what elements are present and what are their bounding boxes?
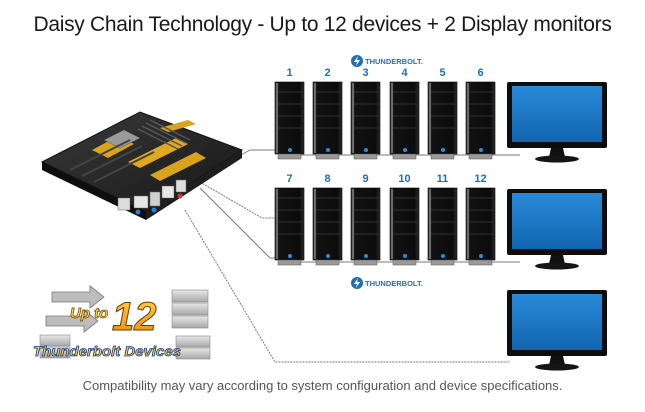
monitor-screen [512, 294, 602, 350]
badge-up-to-text: Up to [70, 305, 108, 322]
device-led [288, 148, 292, 152]
monitor-3 [507, 290, 607, 371]
device-led [479, 254, 483, 258]
monitor-2 [507, 189, 607, 270]
device-number: 10 [398, 173, 410, 185]
thunderbolt-device-2: 2 [312, 67, 343, 160]
device-led [288, 254, 292, 258]
device-tower-body [389, 187, 420, 261]
thunderbolt-logo-label: THUNDERBOLT. [365, 57, 423, 66]
thunderbolt-device-10: 10 [389, 173, 420, 266]
thunderbolt-device-9: 9 [350, 173, 381, 266]
monitor-screen [512, 193, 602, 249]
thunderbolt-device-1: 1 [274, 67, 305, 160]
cable-board-row2 [199, 187, 285, 259]
device-number: 9 [362, 173, 368, 185]
badge-count: 12 [112, 295, 157, 339]
device-port [392, 259, 417, 266]
monitor-screen [512, 86, 602, 142]
device-number: 11 [437, 173, 449, 185]
thunderbolt-logo-bottom: THUNDERBOLT. [351, 277, 423, 289]
device-led [326, 254, 330, 258]
device-number: 7 [286, 173, 292, 185]
device-led [441, 148, 445, 152]
up-to-12-badge: Up to 12 Thunderbolt Devices [33, 285, 211, 360]
device-tower-body [465, 187, 496, 261]
device-tower-body [274, 187, 305, 261]
device-port [353, 153, 378, 160]
device-tower-body [350, 187, 381, 261]
thunderbolt-device-6: 6 [465, 67, 496, 160]
compatibility-note: Compatibility may vary according to syst… [82, 378, 563, 393]
device-number: 4 [401, 67, 408, 79]
device-tower-body [389, 81, 420, 155]
diagram-title: Daisy Chain Technology - Up to 12 device… [33, 13, 612, 36]
thunderbolt-device-3: 3 [350, 67, 381, 160]
device-led [326, 148, 330, 152]
cable-board-monitor3 [184, 209, 510, 363]
device-port [353, 259, 378, 266]
thunderbolt-logo-label: THUNDERBOLT. [365, 279, 423, 288]
rear-io-ports [117, 179, 187, 215]
device-port [392, 153, 417, 160]
device-number: 2 [324, 67, 330, 79]
device-tower-body [312, 187, 343, 261]
motherboard [40, 111, 244, 220]
device-number: 5 [439, 67, 445, 79]
device-tower-body [274, 81, 305, 155]
device-number: 8 [324, 173, 330, 185]
device-led [403, 254, 407, 258]
device-number: 3 [362, 67, 368, 79]
device-port [430, 259, 455, 266]
device-port [277, 259, 302, 266]
thunderbolt-device-11: 11 [427, 173, 458, 266]
device-number: 6 [477, 67, 483, 79]
cable-icon [45, 285, 105, 333]
device-led [479, 148, 483, 152]
thunderbolt-device-5: 5 [427, 67, 458, 160]
device-number: 1 [286, 67, 292, 79]
device-led [441, 254, 445, 258]
device-tower-body [427, 187, 458, 261]
device-port [430, 153, 455, 160]
device-number: 12 [474, 173, 486, 185]
thunderbolt-device-12: 12 [465, 173, 496, 266]
device-led [364, 148, 368, 152]
thunderbolt-device-4: 4 [389, 67, 420, 160]
device-port [315, 259, 340, 266]
server-stack-icon [39, 289, 211, 360]
device-led [403, 148, 407, 152]
device-port [468, 153, 493, 160]
thunderbolt-logo-top: THUNDERBOLT. [351, 55, 423, 67]
thunderbolt-device-7: 7 [274, 173, 305, 266]
device-tower-body [465, 81, 496, 155]
device-tower-body [427, 81, 458, 155]
device-port [468, 259, 493, 266]
thunderbolt-device-8: 8 [312, 173, 343, 266]
device-led [364, 254, 368, 258]
device-port [277, 153, 302, 160]
device-tower-body [350, 81, 381, 155]
monitor-1 [507, 82, 607, 163]
device-tower-body [312, 81, 343, 155]
badge-caption: Thunderbolt Devices [33, 343, 181, 359]
device-port [315, 153, 340, 160]
